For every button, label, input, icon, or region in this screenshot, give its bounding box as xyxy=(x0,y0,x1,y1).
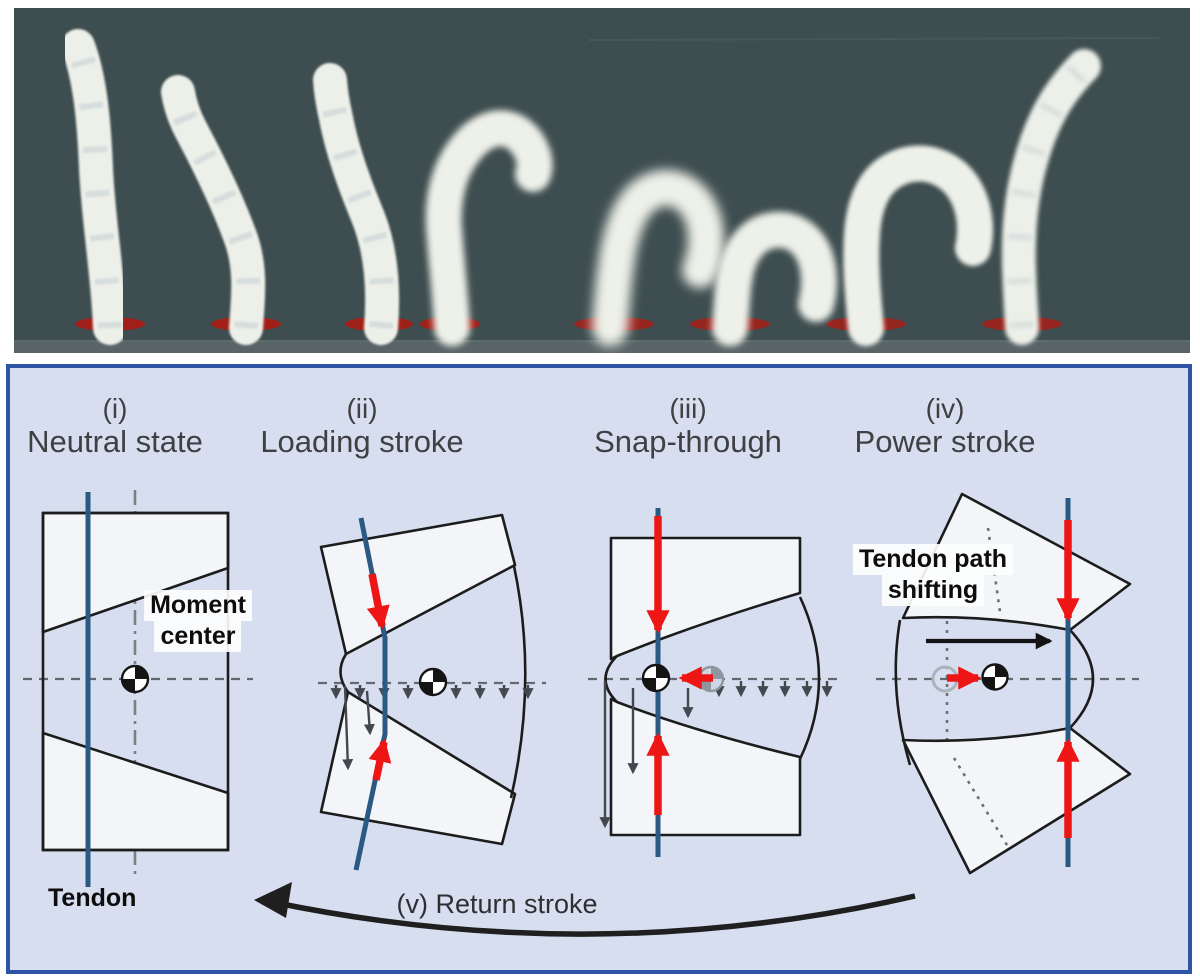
lower-vertebra xyxy=(609,697,802,837)
contact-arc xyxy=(509,565,527,799)
stage-numeral: (iii) xyxy=(669,393,707,424)
tendon-force-arrow-up xyxy=(368,738,392,781)
mechanism-diagram xyxy=(23,490,1139,937)
tendon-force-arrow-down xyxy=(366,573,390,630)
stage-loading-diagram xyxy=(318,513,546,871)
stage-label: Power stroke xyxy=(854,424,1036,459)
lower-vertebra xyxy=(41,731,230,852)
stage-header-power: (iv) Power stroke xyxy=(855,394,1036,460)
soft-finger-frame-4 xyxy=(425,110,553,346)
tendon-label: Tendon xyxy=(48,884,137,912)
background-seam xyxy=(588,37,1160,41)
gravity-arrow xyxy=(342,685,354,771)
stage-label: Neutral state xyxy=(27,424,203,459)
return-stroke-label: (v) Return stroke xyxy=(396,889,598,919)
stage-numeral: (ii) xyxy=(346,393,378,424)
moment-center-symbol-previous xyxy=(697,665,725,693)
moment-center-symbol xyxy=(120,664,150,694)
floor-strip xyxy=(14,342,1190,353)
stage-power-diagram xyxy=(876,492,1139,875)
contact-arc-left xyxy=(894,619,912,766)
stage-label: Snap-through xyxy=(594,424,782,459)
soft-finger-frame-7 xyxy=(843,145,993,346)
stage-numeral: (iv) xyxy=(925,393,965,424)
contact-arc xyxy=(798,596,821,760)
contact-nose xyxy=(604,655,618,703)
module-outline xyxy=(41,511,230,852)
moment-center-symbol xyxy=(418,667,448,697)
soft-finger-frame-5 xyxy=(592,170,725,346)
moment-center-symbol xyxy=(981,663,1009,691)
stage-header-loading: (ii) Loading stroke xyxy=(260,394,463,460)
tendon-path-shifting-label: Tendon path shifting xyxy=(852,544,1014,606)
soft-finger-frame-6 xyxy=(712,211,837,346)
distributed-load-arrows xyxy=(713,681,833,698)
soft-finger-frame-8 xyxy=(1001,49,1101,345)
photo-sequence xyxy=(14,29,1190,353)
upper-vertebra xyxy=(609,536,802,661)
upper-vertebra xyxy=(319,513,517,656)
soft-finger-frame-1 xyxy=(61,29,127,345)
stage-numeral: (i) xyxy=(102,393,128,424)
return-arrowhead xyxy=(254,882,292,918)
base-markers xyxy=(75,317,1062,331)
lower-vertebra xyxy=(319,690,517,846)
moment-center-label: Moment center xyxy=(144,590,252,652)
stage-snapthrough-diagram xyxy=(588,508,842,857)
stage-header-snapthrough: (iii) Snap-through xyxy=(594,394,782,460)
soft-finger-frame-3 xyxy=(313,63,400,345)
mechanism-diagram-panel: (i) Neutral state (ii) Loading stroke (i… xyxy=(6,364,1192,974)
soft-finger-frame-2 xyxy=(161,75,266,345)
photo-sequence-panel xyxy=(14,8,1190,353)
contact-nose xyxy=(1069,629,1095,729)
stage-label: Loading stroke xyxy=(260,424,464,459)
lower-vertebra xyxy=(901,726,1132,875)
stage-header-neutral: (i) Neutral state xyxy=(27,394,203,460)
stage-neutral-diagram xyxy=(23,490,253,887)
gravity-arrow xyxy=(363,690,375,736)
moment-center-symbol xyxy=(641,663,671,693)
return-stroke-arrow xyxy=(254,882,916,937)
